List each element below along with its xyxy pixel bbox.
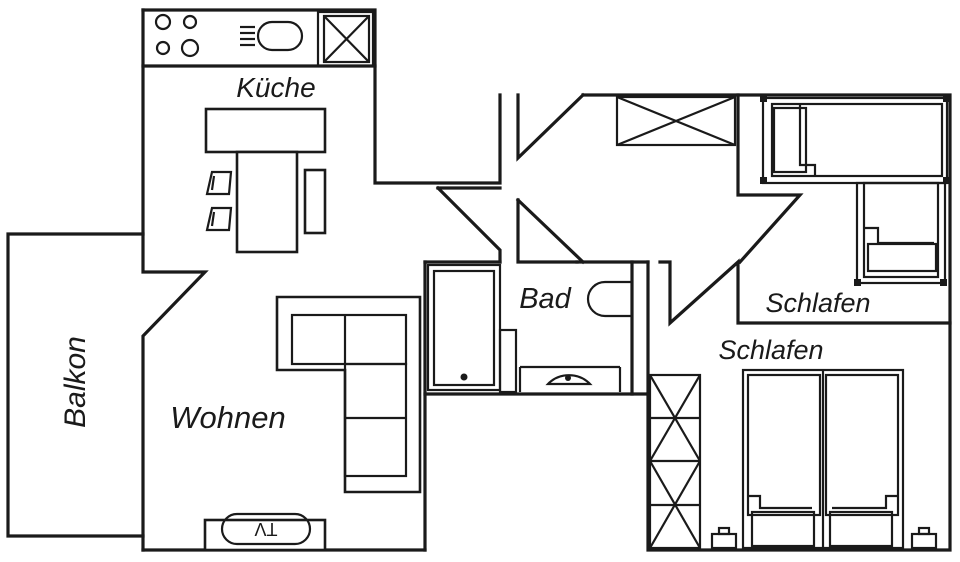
drain-icon bbox=[460, 373, 468, 381]
room-label-bath: Bad bbox=[519, 283, 571, 315]
room-label-bedroom-small: Schlafen bbox=[765, 288, 870, 318]
chair bbox=[205, 170, 233, 196]
bedroom-small-left-wall bbox=[736, 93, 804, 265]
double-bed bbox=[741, 368, 905, 550]
kitchen: Küche bbox=[141, 10, 377, 254]
wardrobe bbox=[648, 373, 702, 550]
shower-partition bbox=[498, 328, 518, 394]
dining-table bbox=[235, 150, 299, 254]
room-label-balcony: Balkon bbox=[59, 336, 92, 428]
hall-door-diagonal-upper bbox=[516, 92, 586, 162]
bed bbox=[760, 95, 950, 185]
tv-label: TV bbox=[254, 519, 277, 539]
bedroom-large: Schlafen bbox=[648, 335, 938, 550]
toilet bbox=[586, 280, 632, 318]
hall-door-diagonal-lower bbox=[516, 198, 579, 264]
bathroom: Bad bbox=[426, 263, 632, 394]
balcony-outline bbox=[6, 232, 145, 538]
fridge bbox=[316, 10, 375, 68]
walls bbox=[6, 8, 952, 552]
tv-unit: TV bbox=[203, 512, 327, 552]
burner-icon bbox=[182, 14, 198, 30]
washbasin bbox=[518, 365, 622, 392]
door-swing-line bbox=[515, 197, 586, 265]
bed bbox=[854, 181, 947, 286]
burner-icon bbox=[180, 38, 200, 58]
left-wall bbox=[141, 8, 209, 552]
bedroom-small: Schlafen bbox=[760, 95, 950, 318]
room-label-bedroom-large: Schlafen bbox=[718, 335, 823, 365]
tap-icon bbox=[565, 375, 571, 381]
sink-basin bbox=[256, 20, 304, 52]
nightstand bbox=[710, 526, 738, 550]
nightstand bbox=[910, 526, 938, 550]
hall-left-wall bbox=[435, 185, 502, 264]
burner-icon bbox=[155, 40, 171, 56]
bedroom-large-wall bbox=[646, 321, 952, 552]
corner-sofa bbox=[275, 295, 422, 494]
living-room: Wohnen TV bbox=[170, 295, 422, 552]
shower bbox=[426, 263, 502, 392]
kitchen-island bbox=[204, 107, 327, 154]
stove bbox=[154, 13, 200, 58]
chair bbox=[205, 206, 233, 232]
bench bbox=[303, 168, 327, 235]
room-label-living: Wohnen bbox=[170, 400, 285, 435]
room-label-kitchen: Küche bbox=[236, 72, 315, 103]
hall-wardrobe bbox=[615, 95, 737, 147]
burner-icon bbox=[154, 13, 172, 31]
sink bbox=[240, 20, 304, 52]
kitchen-right-wall bbox=[141, 8, 502, 185]
top-right-wall bbox=[581, 93, 952, 327]
